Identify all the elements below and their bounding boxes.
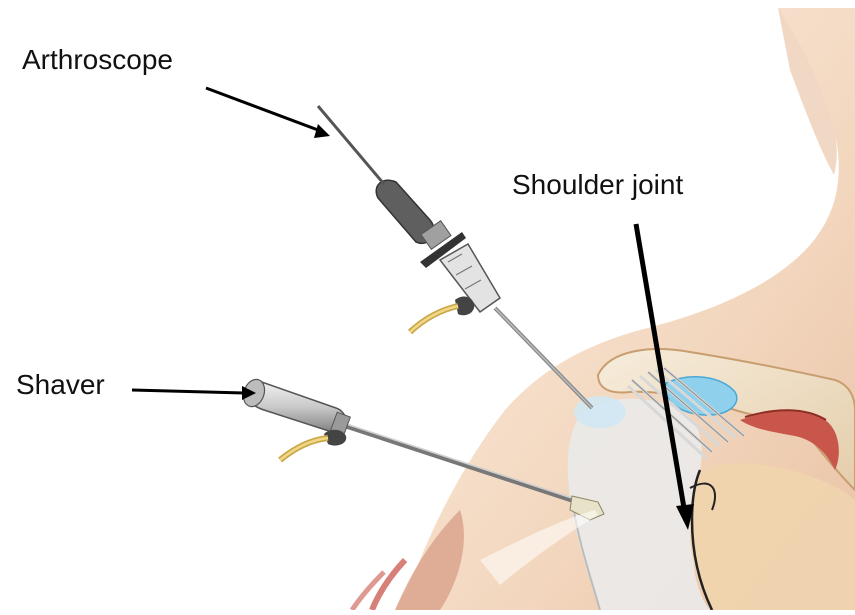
shaver-label: Shaver: [16, 371, 105, 399]
arthroscope: [318, 106, 592, 408]
shoulder-joint-label: Shoulder joint: [512, 171, 683, 199]
arthroscope-label: Arthroscope: [22, 46, 173, 74]
glenoid: [690, 463, 855, 610]
shaver-arrow: [132, 386, 256, 400]
arthroscope-arrow: [206, 88, 330, 138]
